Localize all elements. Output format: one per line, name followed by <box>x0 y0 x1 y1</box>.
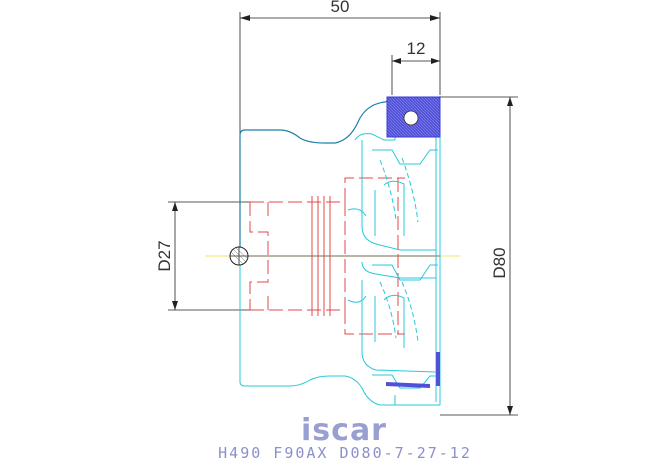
center-mark <box>229 246 249 266</box>
dimension-50-label: 50 <box>331 0 350 16</box>
hidden-bore <box>249 177 405 335</box>
insert-top <box>386 96 441 138</box>
dimension-d80: D80 <box>440 96 518 416</box>
dimension-d27: D27 <box>155 201 250 311</box>
dimension-12-label: 12 <box>407 39 426 58</box>
tool-body <box>239 96 441 406</box>
dimension-d80-label: D80 <box>490 247 509 278</box>
dimension-d27-label: D27 <box>155 240 174 271</box>
tool-designation: H490 F90AX D080-7-27-12 <box>218 444 472 460</box>
top-profile <box>239 99 391 250</box>
dimension-12: 12 <box>391 39 440 95</box>
iscar-logo: iscar <box>301 413 387 448</box>
insert-bottom <box>386 352 440 388</box>
